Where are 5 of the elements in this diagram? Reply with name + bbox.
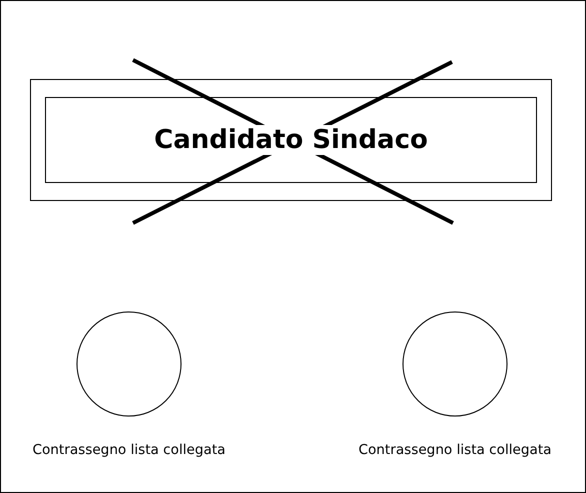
circle-caption: Contrassegno lista collegata — [358, 442, 552, 458]
candidate-box — [45, 97, 537, 183]
candidate-title: Candidato Sindaco — [152, 125, 430, 155]
candidate-frame — [30, 79, 552, 201]
circle-caption: Contrassegno lista collegata — [32, 442, 226, 458]
